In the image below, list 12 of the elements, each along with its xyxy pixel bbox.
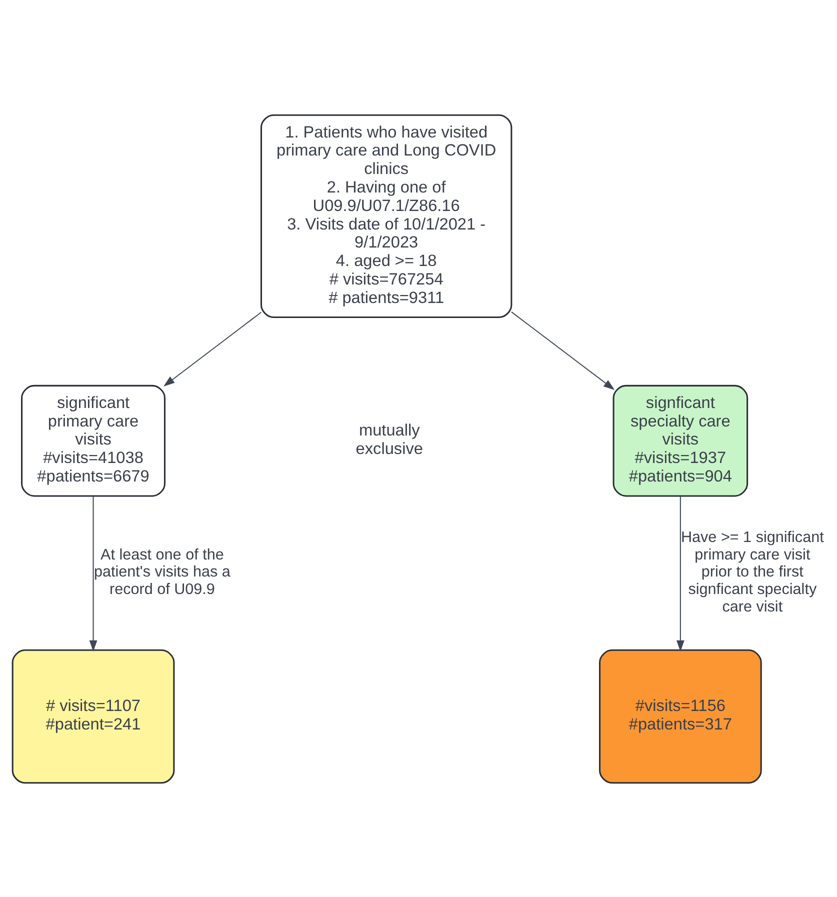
node-box: signficant specialty care visits #visits=1937 #patients=904 (612, 384, 748, 496)
arrow (511, 311, 615, 390)
node-box: #visits=1156 #patients=317 (599, 648, 762, 784)
arrow (163, 311, 262, 386)
arrow (89, 496, 98, 652)
label: mutually exclusive (356, 421, 423, 458)
arrow (676, 496, 684, 652)
edge-label: At least one of the patient's visits has a record of U09.9 (94, 546, 230, 598)
edge-label: Have >= 1 significant primary care visit prior to the first signficant specialty care visit (680, 528, 824, 615)
node-box: # visits=1107 #patient=241 (12, 648, 175, 784)
node-box: 1. Patients who have visited primary care and Long COVID clinics 2. Having one of U09.9/U07.1/Z86.16 3. Visits date of 10/1/2021 - 9/1/2023 4. aged >= 18 # visits=767254 # patients=9311 (260, 114, 512, 318)
node-box: significant primary care visits #visits=41038 #patients=6679 (21, 384, 166, 496)
